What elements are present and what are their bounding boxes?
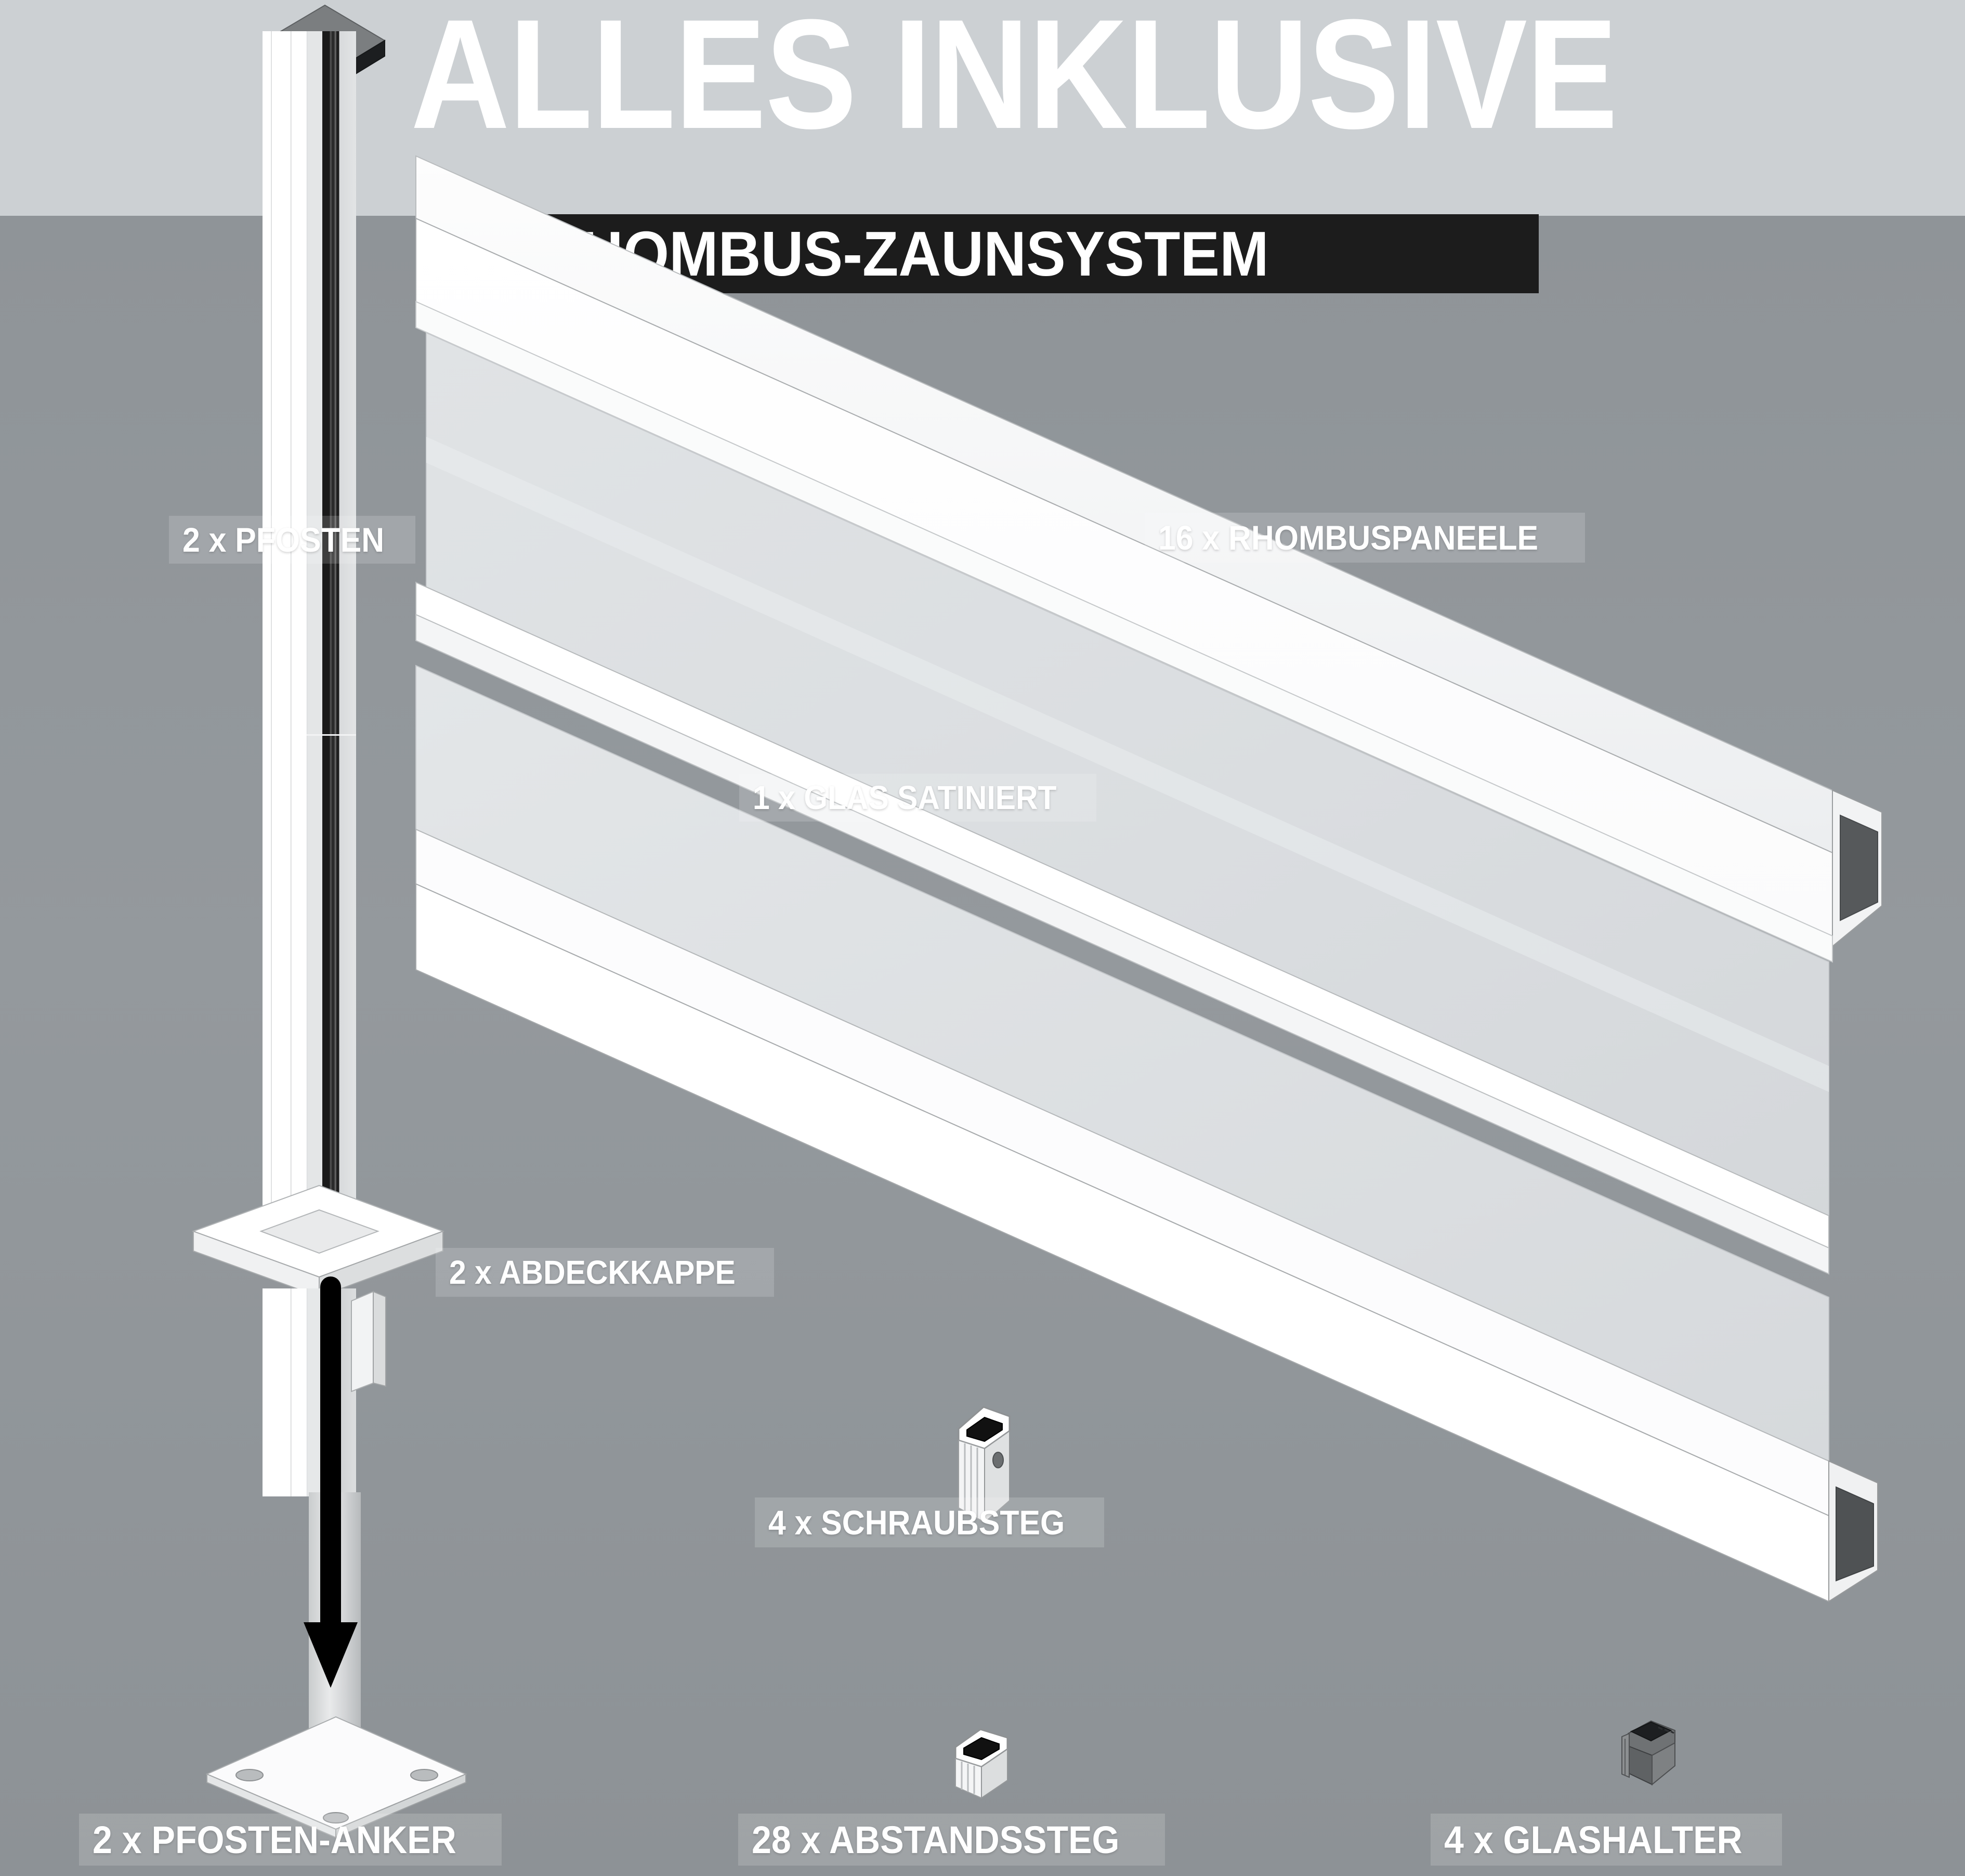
spacer-bridge-icon: [950, 1722, 1028, 1821]
fence-panel-assembly: [415, 155, 1965, 1674]
caption-pfosten-anker: 2 x PFOSTEN-ANKER: [79, 1814, 502, 1866]
caption-abstandssteg: 28 x ABSTANDSSTEG: [738, 1814, 1165, 1866]
top-rail-rhombus: [415, 155, 1882, 948]
caption-abdeckkappe: 2 x ABDECKKAPPE: [436, 1248, 774, 1297]
post-bracket-detail-icon: [351, 1291, 386, 1392]
post-shaft: [263, 31, 356, 1232]
bottom-rail-profile: [415, 581, 1829, 1275]
caption-glas-satiniert: 1 x GLAS SATINIERT: [739, 774, 1097, 822]
post-assembly: [0, 0, 468, 1876]
cover-cap-icon: [192, 1184, 444, 1298]
caption-rhombuspaneele: 16 x RHOMBUSPANEELE: [1145, 513, 1585, 563]
post-seam-line: [307, 734, 356, 736]
bottom-rail-box: [415, 828, 1878, 1603]
screw-bridge-icon: [952, 1398, 1030, 1554]
page-title: ALLES INKLUSIVE: [411, 0, 1618, 161]
caption-glashalter: 4 x GLASHALTER: [1431, 1814, 1782, 1866]
rhombus-slat-secondary: [415, 301, 1833, 963]
post-anchor-icon: [205, 1716, 467, 1839]
post-shaft-lower: [263, 1288, 356, 1496]
caption-schraubsteg: 4 x SCHRAUBSTEG: [755, 1497, 1104, 1547]
glass-holder-icon: [1621, 1716, 1699, 1815]
fence-panel-svg: [415, 155, 1882, 1603]
caption-pfosten: 2 x PFOSTEN: [169, 516, 415, 564]
assembly-arrow-shaft: [320, 1276, 341, 1640]
assembly-arrow-head-icon: [304, 1622, 358, 1688]
